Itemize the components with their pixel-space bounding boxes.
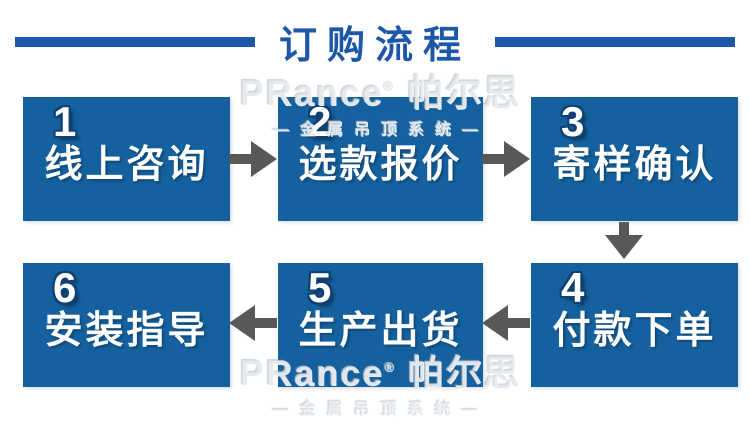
step-box-3: 3 寄样确认	[531, 97, 738, 221]
arrow-left-icon	[482, 305, 530, 341]
step-label: 选款报价	[298, 144, 463, 186]
arrow-left-icon	[229, 305, 277, 341]
arrow-head	[504, 141, 530, 177]
page-title: 订购流程	[279, 25, 472, 67]
step-box-1: 1 线上咨询	[23, 97, 230, 221]
step-number: 2	[308, 98, 332, 145]
arrow-shaft	[482, 154, 504, 164]
step-label: 安装指导	[44, 310, 209, 352]
registered-mark-icon: ®	[383, 79, 396, 94]
step-box-2: 2 选款报价	[278, 97, 483, 221]
arrow-right-icon	[482, 141, 530, 177]
step-number: 3	[561, 98, 585, 145]
arrow-shaft	[619, 222, 629, 235]
step-label: 寄样确认	[552, 144, 717, 186]
arrow-right-icon	[229, 141, 277, 177]
step-label: 生产出货	[298, 310, 463, 352]
step-number: 1	[53, 98, 77, 145]
step-label: 线上咨询	[44, 144, 209, 186]
step-box-4: 4 付款下单	[531, 263, 738, 387]
step-number: 4	[561, 264, 585, 311]
arrow-shaft	[229, 154, 251, 164]
brand-tagline: —金属吊顶系统—	[272, 401, 489, 418]
step-number: 6	[53, 264, 77, 311]
title-rule-right	[495, 36, 736, 47]
arrow-shaft	[508, 318, 530, 328]
arrow-head	[482, 305, 508, 341]
step-label: 付款下单	[552, 310, 717, 352]
title-rule-left	[15, 36, 255, 47]
arrow-shaft	[255, 318, 277, 328]
arrow-head	[229, 305, 255, 341]
step-box-6: 6 安装指导	[23, 263, 230, 387]
arrow-head	[605, 235, 643, 259]
arrow-head	[251, 141, 277, 177]
title-bar: 订购流程	[0, 14, 750, 69]
step-box-5: 5 生产出货	[278, 263, 483, 387]
arrow-down-icon	[605, 222, 643, 259]
step-number: 5	[308, 264, 332, 311]
